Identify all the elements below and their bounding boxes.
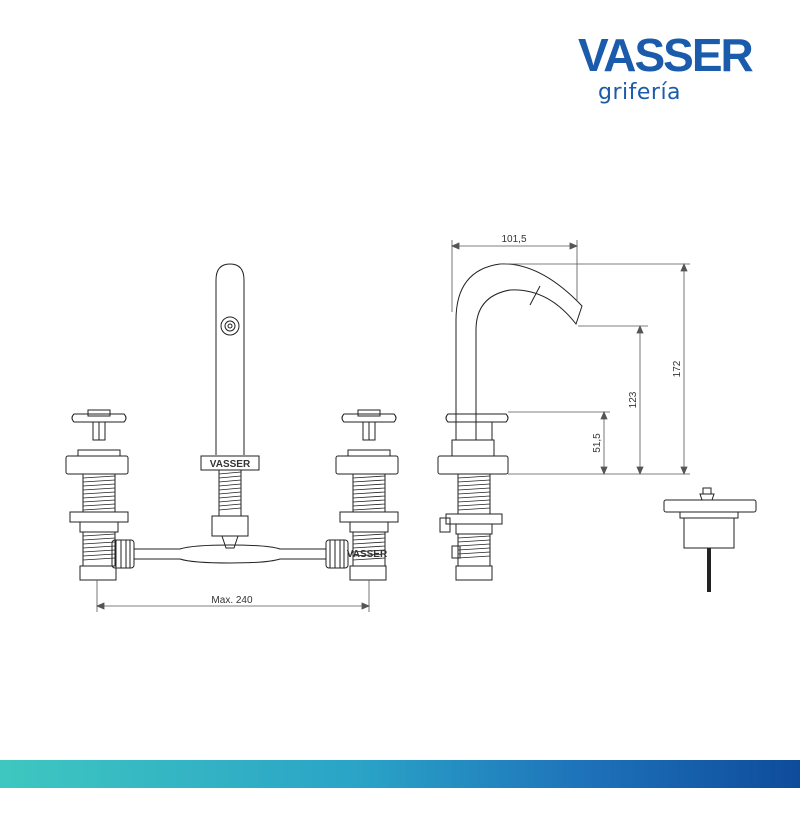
spout-badge: VASSER xyxy=(210,459,251,470)
valve-badge: VASSER xyxy=(347,549,388,560)
reach-dimension xyxy=(450,240,579,312)
side-view: 101,5 172 123 51,5 xyxy=(437,234,690,581)
connector-pipe xyxy=(111,539,349,569)
left-valve xyxy=(65,409,129,581)
brand-subtitle: grifería xyxy=(598,80,682,105)
handle-height-label: 51,5 xyxy=(592,433,603,453)
footer-gradient-bar xyxy=(0,760,800,788)
brand-name: VASSER xyxy=(578,29,754,81)
width-dimension xyxy=(95,580,371,612)
handle-height-dimension xyxy=(508,410,610,476)
drain-assembly xyxy=(663,487,757,592)
width-label: Max. 240 xyxy=(211,595,253,606)
outlet-height-label: 123 xyxy=(628,391,639,408)
total-height-dimension xyxy=(500,262,690,476)
center-spout xyxy=(200,263,260,549)
right-valve xyxy=(335,409,399,581)
outlet-height-dimension xyxy=(578,324,648,476)
front-view: Max. 240 VASSER VASSER xyxy=(65,263,399,612)
total-height-label: 172 xyxy=(672,360,683,377)
reach-label: 101,5 xyxy=(501,234,526,245)
brand-logo: VASSER grifería xyxy=(578,30,768,110)
